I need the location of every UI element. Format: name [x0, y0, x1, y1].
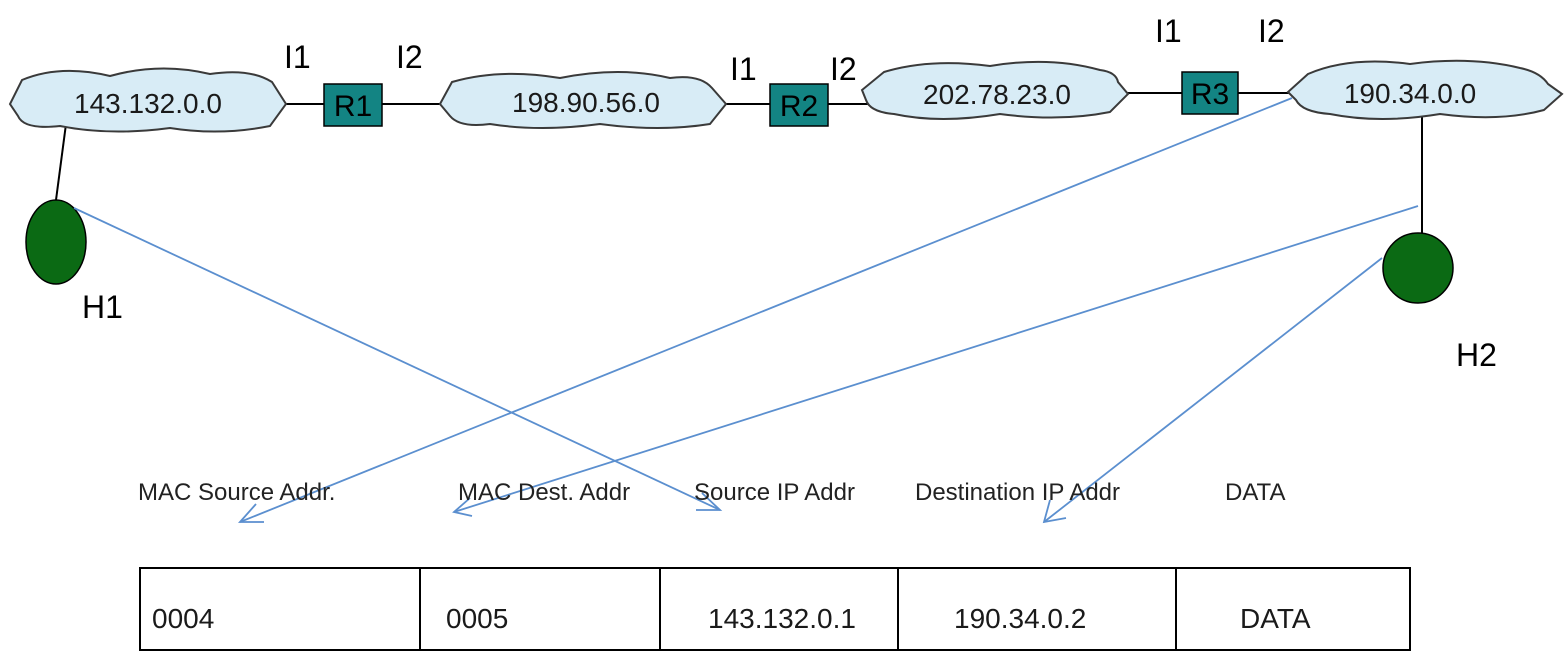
router-label: R1: [334, 90, 372, 123]
network-cloud-202-78-23-0: 202.78.23.0: [860, 60, 1130, 120]
router-label: R2: [780, 90, 818, 123]
arrow-h2-to-dest-ip: [1042, 257, 1383, 524]
arrow-h1-to-source-ip: [73, 207, 723, 511]
host-label: H2: [1456, 337, 1497, 373]
cell-destination-ip: 190.34.0.2: [954, 603, 1086, 634]
cell-data: DATA: [1240, 603, 1311, 634]
network-label: 202.78.23.0: [923, 79, 1071, 110]
header-source-ip: Source IP Addr: [694, 479, 855, 506]
network-label: 190.34.0.0: [1344, 78, 1476, 109]
router-r1-interface-2: I2: [396, 39, 423, 75]
network-cloud-190-34-0-0: 190.34.0.0: [1286, 59, 1564, 120]
host-h1: H1: [25, 199, 123, 325]
network-label: 198.90.56.0: [512, 87, 660, 118]
network-label: 143.132.0.0: [74, 88, 222, 119]
header-data: DATA: [1225, 479, 1285, 506]
cell-mac-dest: 0005: [446, 603, 508, 634]
network-cloud-143-132-0-0: 143.132.0.0: [8, 67, 288, 133]
header-mac-source: MAC Source Addr.: [138, 479, 335, 506]
router-r2-interface-2: I2: [830, 51, 857, 87]
router-r3: R3 I1 I2: [1155, 13, 1285, 115]
router-r1-interface-1: I1: [284, 39, 311, 75]
frame-headers: MAC Source Addr. MAC Dest. Addr Source I…: [138, 479, 1285, 506]
arrow-r3-to-mac-source: [237, 97, 1293, 523]
host-label: H1: [82, 289, 123, 325]
header-mac-dest: MAC Dest. Addr: [458, 479, 630, 506]
host-h2: H2: [1382, 232, 1497, 373]
router-label: R3: [1191, 78, 1229, 111]
arrow-h2-to-mac-dest: [452, 205, 1419, 517]
frame-table: 0004 0005 143.132.0.1 190.34.0.2 DATA: [139, 567, 1411, 651]
header-destination-ip: Destination IP Addr: [915, 479, 1120, 506]
router-r3-interface-2: I2: [1258, 13, 1285, 49]
mapping-arrows: [73, 97, 1419, 524]
router-r2: R2 I1 I2: [730, 51, 857, 127]
network-cloud-198-90-56-0: 198.90.56.0: [438, 71, 728, 129]
cell-source-ip: 143.132.0.1: [708, 603, 856, 634]
router-r3-interface-1: I1: [1155, 13, 1182, 49]
router-r1: R1 I1 I2: [284, 39, 423, 127]
router-r2-interface-1: I1: [730, 51, 757, 87]
cell-mac-source: 0004: [152, 603, 214, 634]
link-net1-h1: [55, 123, 67, 201]
